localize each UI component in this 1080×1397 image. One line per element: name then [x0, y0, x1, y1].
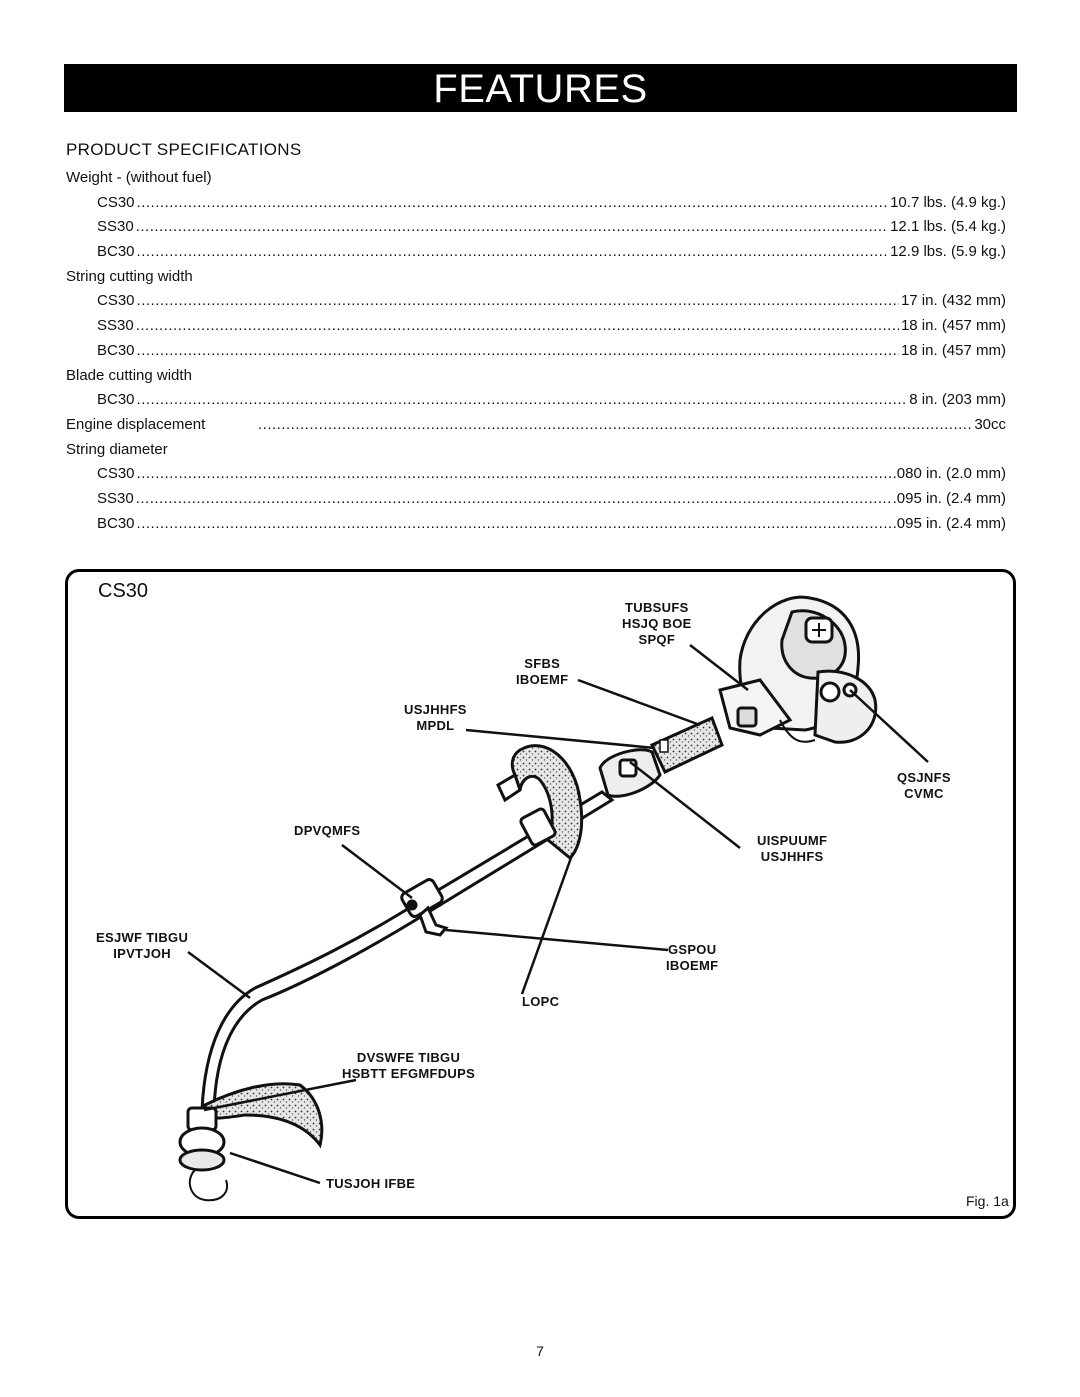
spec-value: .095 in. (2.4 mm)	[892, 489, 1006, 507]
callout-line: DVSWFE TIBGU	[356, 1050, 461, 1065]
model-name: BC30	[97, 341, 135, 359]
callout-line: LOPC	[522, 994, 560, 1009]
callout-line: DPVQMFS	[294, 823, 361, 838]
callout-line: GSPOU	[667, 942, 717, 957]
callout-line: USJHHFS	[760, 849, 824, 864]
engine-displacement-label: Engine displacement	[66, 415, 206, 433]
model-name: SS30	[97, 317, 134, 335]
model-name: SS30	[97, 218, 134, 236]
spec-row: CS30 17 in. (432 mm)	[66, 289, 1006, 314]
callout-line: SFBS	[524, 656, 561, 671]
spec-list: Weight - (without fuel) CS30 10.7 lbs. (4…	[66, 166, 1006, 536]
spec-value: .095 in. (2.4 mm)	[892, 514, 1006, 532]
callout-line: CVMC	[904, 786, 944, 801]
figure-frame	[65, 569, 1016, 1219]
model-name: CS30	[97, 465, 135, 483]
spec-row: BC30 12.9 lbs. (5.9 kg.)	[66, 240, 1006, 265]
spec-row: SS30 .095 in. (2.4 mm)	[66, 487, 1006, 512]
callout-coupler: DPVQMFS	[294, 823, 360, 839]
callout-front-handle: GSPOU IBOEMF	[666, 942, 718, 974]
callout-rear-handle: SFBS IBOEMF	[516, 656, 568, 688]
page-number: 7	[536, 1343, 544, 1359]
spec-row: CS30 10.7 lbs. (4.9 kg.)	[66, 191, 1006, 216]
model-name: CS30	[97, 292, 135, 310]
callout-line: MPDL	[416, 718, 455, 733]
spec-value: 12.9 lbs. (5.9 kg.)	[890, 243, 1006, 261]
weight-label: Weight - (without fuel)	[66, 169, 212, 186]
spec-row: SS30 12.1 lbs. (5.4 kg.)	[66, 215, 1006, 240]
spec-value: 18 in. (457 mm)	[900, 341, 1006, 359]
string-diameter-label: String diameter	[66, 440, 168, 458]
callout-line: HSBTT EFGMFDUPS	[342, 1066, 476, 1081]
spec-row: CS30 .080 in. (2.0 mm)	[66, 462, 1006, 487]
callout-starter-grip: TUBSUFS HSJQ BOE SPQF	[622, 600, 692, 648]
callout-leader-lines	[187, 644, 929, 1185]
callout-line: TUSJOH IFBE	[326, 1176, 416, 1191]
callout-primer-bulb: QSJNFS CVMC	[897, 770, 951, 802]
spec-row: SS30 18 in. (457 mm)	[66, 314, 1006, 339]
model-name: SS30	[97, 489, 134, 507]
spec-row: BC30 .095 in. (2.4 mm)	[66, 512, 1006, 537]
callout-curved-shaft-grass-deflector: DVSWFE TIBGU HSBTT EFGMFDUPS	[342, 1050, 475, 1082]
spec-value: .080 in. (2.0 mm)	[892, 465, 1006, 483]
callout-line: IBOEMF	[666, 958, 719, 973]
callout-line: QSJNFS	[897, 770, 951, 785]
callout-line: IBOEMF	[516, 672, 569, 687]
spec-value: 8 in. (203 mm)	[909, 391, 1006, 409]
callout-throttle-trigger: UISPUUMF USJHHFS	[757, 833, 827, 865]
callout-line: UISPUUMF	[757, 833, 828, 848]
figure-model-title: CS30	[98, 580, 149, 602]
model-name: BC30	[97, 243, 135, 261]
product-specifications-heading: PRODUCT SPECIFICATIONS	[66, 140, 302, 159]
front-handle	[496, 744, 584, 861]
figure-caption: Fig. 1a	[966, 1193, 1009, 1209]
rear-handle-grip	[649, 715, 724, 774]
grass-deflector	[203, 1082, 324, 1149]
callout-line: ESJWF TIBGU	[96, 930, 189, 945]
spec-value: 18 in. (457 mm)	[900, 317, 1006, 335]
model-name: CS30	[97, 193, 135, 211]
callout-line: TUBSUFS	[625, 600, 689, 615]
callout-knob: LOPC	[522, 994, 559, 1010]
engine-displacement-value: 30cc	[974, 415, 1006, 433]
callout-line: USJHHFS	[404, 702, 467, 717]
callout-line: IPVTJOH	[113, 946, 171, 961]
string-cutting-width-label: String cutting width	[66, 267, 193, 285]
spec-value: 17 in. (432 mm)	[900, 292, 1006, 310]
banner-title: FEATURES	[433, 67, 648, 111]
engine-displacement-row: Engine displacement 30cc	[66, 413, 1006, 438]
coupler	[400, 878, 449, 937]
callout-string-head: TUSJOH IFBE	[326, 1176, 415, 1192]
spec-row: BC30 8 in. (203 mm)	[66, 388, 1006, 413]
blade-cutting-width-label: Blade cutting width	[66, 366, 192, 384]
string-head	[178, 1106, 228, 1202]
callout-line: SPQF	[638, 632, 676, 647]
model-name: BC30	[97, 514, 135, 532]
model-name: BC30	[97, 391, 135, 409]
callout-drive-shaft-housing: ESJWF TIBGU IPVTJOH	[96, 930, 188, 962]
spec-row: BC30 18 in. (457 mm)	[66, 339, 1006, 364]
spec-value: 10.7 lbs. (4.9 kg.)	[890, 193, 1006, 211]
spec-value: 12.1 lbs. (5.4 kg.)	[890, 218, 1006, 236]
features-banner: FEATURES	[64, 64, 1017, 112]
callout-line: HSJQ BOE	[622, 616, 692, 631]
callout-trigger-lock: USJHHFS MPDL	[404, 702, 467, 734]
engine-housing	[718, 595, 878, 744]
throttle-housing	[598, 748, 662, 798]
